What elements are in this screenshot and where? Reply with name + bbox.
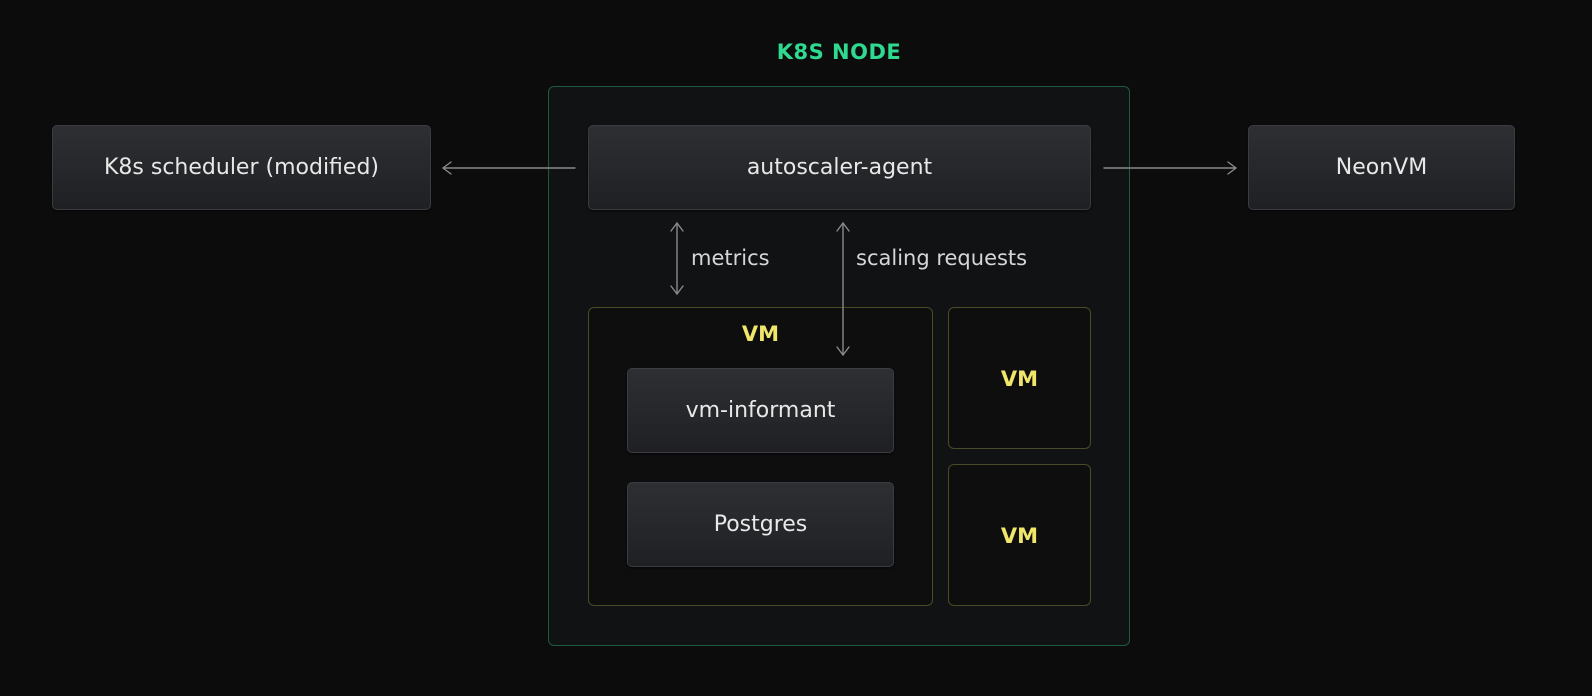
postgres-label: Postgres	[713, 512, 808, 537]
postgres-box: Postgres	[627, 482, 894, 567]
neonvm-box: NeonVM	[1248, 125, 1515, 210]
vm-informant-box: vm-informant	[627, 368, 894, 453]
neonvm-label: NeonVM	[1335, 155, 1428, 180]
vm-small-1-label: VM	[1000, 367, 1039, 391]
k8s-scheduler-label: K8s scheduler (modified)	[104, 155, 379, 180]
k8s-scheduler-box: K8s scheduler (modified)	[52, 125, 431, 210]
scaling-requests-edge-label: scaling requests	[856, 246, 1028, 270]
vm-small-1-frame	[948, 307, 1091, 449]
autoscaler-agent-box: autoscaler-agent	[588, 125, 1091, 210]
autoscaler-agent-label: autoscaler-agent	[746, 155, 933, 180]
vm-main-label: VM	[741, 322, 780, 346]
vm-small-2-label: VM	[1000, 524, 1039, 548]
metrics-edge-label: metrics	[691, 246, 770, 270]
k8s-node-title: K8S NODE	[776, 40, 902, 64]
vm-informant-label: vm-informant	[685, 398, 836, 423]
vm-small-2-frame	[948, 464, 1091, 606]
